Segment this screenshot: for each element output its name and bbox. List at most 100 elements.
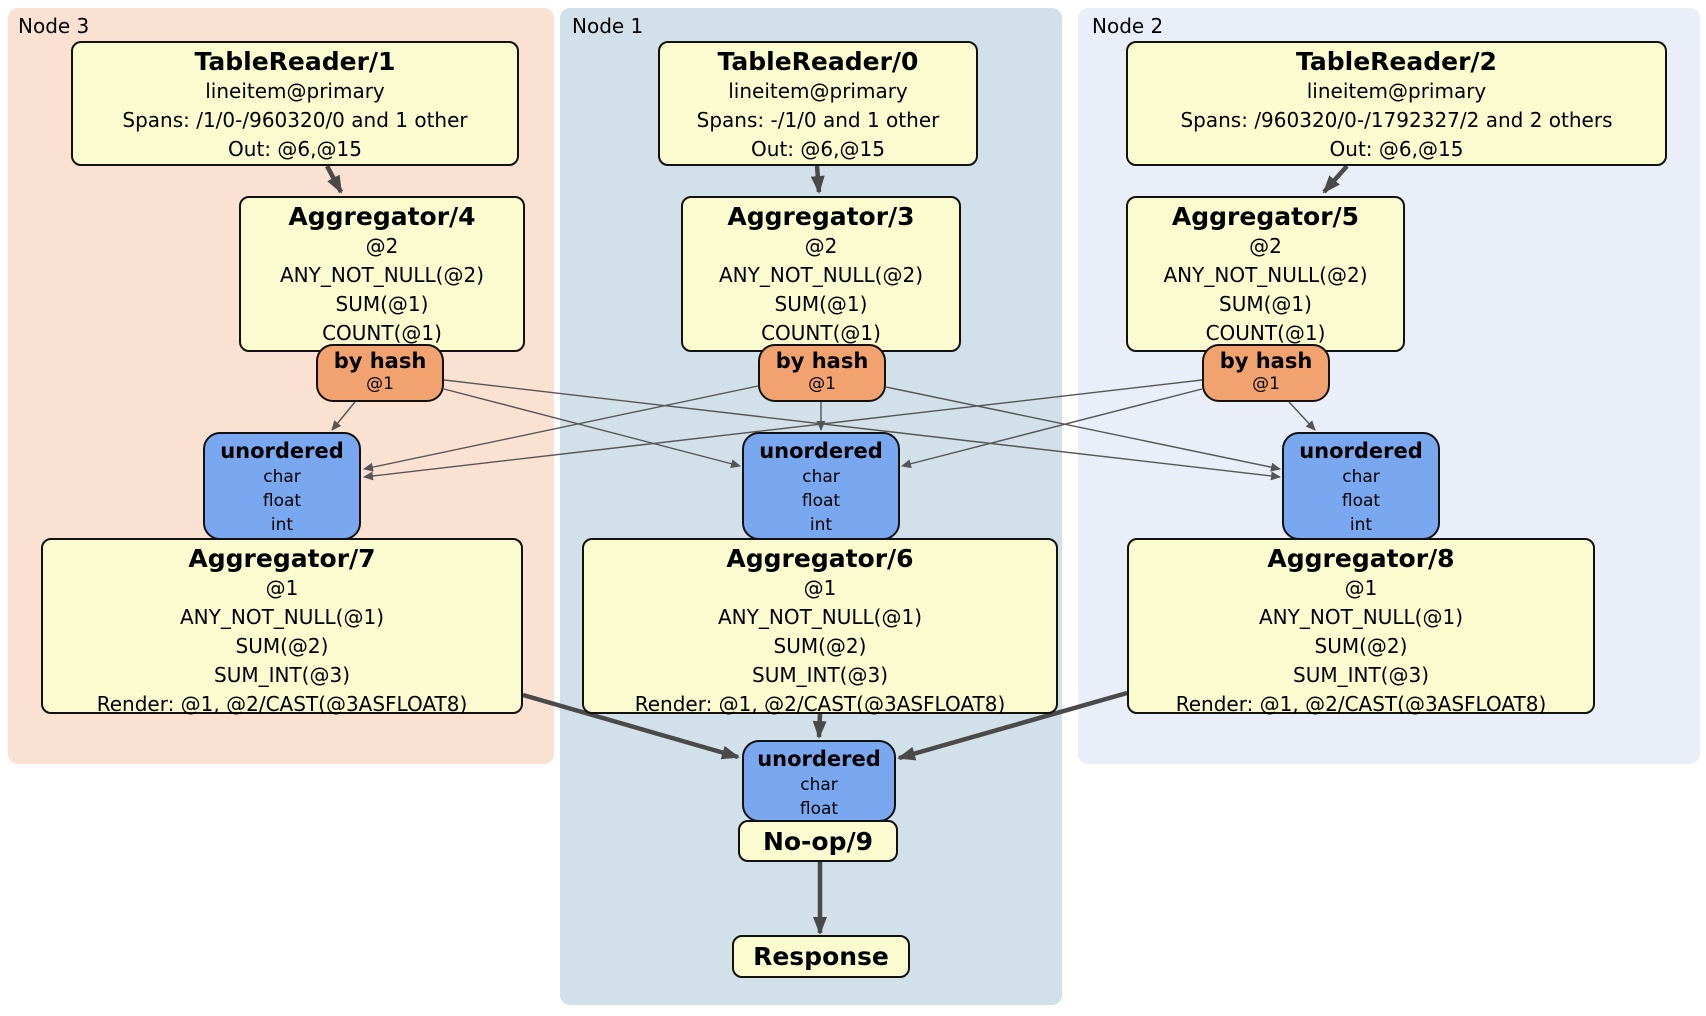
edge-hash2-un2 [1288,401,1316,431]
node-detail: SUM_INT(@3) [214,663,350,687]
edge-tr1-agg4 [325,164,343,194]
edge-agg8-unf [897,690,1128,761]
node-tablereader-0: TableReader/0 lineitem@primary Spans: -/… [658,41,978,166]
node-detail: Out: @6,@15 [228,137,362,161]
sync-detail: char [263,467,301,487]
node-aggregator-6: Aggregator/6 @1 ANY_NOT_NULL(@1) SUM(@2)… [582,538,1058,716]
node-detail: COUNT(@1) [322,321,442,345]
node-detail: ANY_NOT_NULL(@2) [1163,263,1368,287]
node-detail: ANY_NOT_NULL(@1) [1259,605,1463,629]
panel-label-node-3: Node 3 [18,14,90,38]
node-tablereader-2: TableReader/2 lineitem@primary Spans: /9… [1126,41,1667,166]
sync-unordered-node3: unordered char float int [203,432,361,540]
edge-hash2-un1 [901,388,1203,469]
edge-hash3-un2 [443,379,1281,481]
sync-detail: float [1341,491,1381,511]
node-title: Aggregator/5 [1171,202,1360,231]
node-detail: Out: @6,@15 [751,137,885,161]
node-detail: lineitem@primary [728,79,908,103]
node-detail: ANY_NOT_NULL(@1) [180,605,384,629]
node-detail: @2 [804,234,838,258]
edge-tr2-agg5 [1322,164,1349,194]
node-title: Aggregator/4 [288,202,476,231]
node-aggregator-4: Aggregator/4 @2 ANY_NOT_NULL(@2) SUM(@1)… [239,196,525,352]
sync-title: unordered [759,439,883,463]
router-detail: @1 [366,374,394,394]
node-detail: COUNT(@1) [761,321,881,345]
node-title: Aggregator/8 [1267,544,1455,573]
node-detail: SUM(@2) [1314,634,1408,658]
node-detail: Render: @1, @2/CAST(@3ASFLOAT8) [634,692,1006,716]
node-detail: lineitem@primary [205,79,385,103]
sync-unordered-node1: unordered char float int [742,432,900,540]
router-detail: @1 [1252,374,1280,394]
sync-title: unordered [757,747,881,771]
sync-title: unordered [1299,439,1423,463]
node-detail: Render: @1, @2/CAST(@3ASFLOAT8) [1175,692,1547,716]
sync-detail: char [802,467,840,487]
sync-detail: float [801,491,841,511]
node-detail: Spans: /1/0-/960320/0 and 1 other [122,108,468,132]
edge-hash1-un2 [885,386,1281,472]
node-title: No-op/9 [762,826,874,856]
edge-hash2-un3 [363,379,1203,481]
node-detail: SUM(@1) [774,292,868,316]
sync-detail: int [270,515,294,535]
edge-agg7-unf [522,692,740,760]
node-detail: @1 [1344,576,1378,600]
node-detail: COUNT(@1) [1205,321,1326,345]
node-title: Aggregator/6 [726,544,914,573]
node-detail: SUM(@2) [773,634,867,658]
node-detail: @2 [1249,234,1282,258]
node-no-op-9: No-op/9 [738,820,898,862]
node-detail: Spans: /960320/0-/1792327/2 and 2 others [1180,108,1613,132]
sync-detail: float [262,491,302,511]
edge-tr0-agg3 [810,165,825,194]
sync-unordered-node2: unordered char float int [1282,432,1440,540]
edge-hash1-un3 [363,385,759,472]
node-detail: SUM(@1) [1219,292,1312,316]
sync-detail: char [800,775,838,795]
sync-detail: float [799,799,839,819]
node-detail: @1 [265,576,299,600]
node-detail: ANY_NOT_NULL(@2) [280,263,484,287]
node-aggregator-7: Aggregator/7 @1 ANY_NOT_NULL(@1) SUM(@2)… [41,538,523,716]
router-by-hash-node1: by hash @1 [758,344,886,402]
node-title: Aggregator/3 [727,202,915,231]
node-detail: SUM(@2) [235,634,329,658]
node-detail: Out: @6,@15 [1329,137,1464,161]
node-title: TableReader/2 [1296,47,1497,76]
sync-detail: int [1349,515,1373,535]
node-aggregator-8: Aggregator/8 @1 ANY_NOT_NULL(@1) SUM(@2)… [1127,538,1595,716]
node-detail: Render: @1, @2/CAST(@3ASFLOAT8) [96,692,468,716]
node-detail: @2 [365,234,399,258]
node-title: Response [753,942,889,971]
node-detail: ANY_NOT_NULL(@1) [718,605,922,629]
node-title: TableReader/1 [194,47,396,76]
edge-hash3-un3 [331,401,356,431]
router-title: by hash [775,349,869,373]
node-title: TableReader/0 [717,47,919,76]
sync-detail: int [809,515,833,535]
node-title: Aggregator/7 [188,544,376,573]
router-by-hash-node2: by hash @1 [1202,344,1330,402]
node-detail: SUM_INT(@3) [1293,663,1429,687]
node-detail: @1 [803,576,837,600]
node-tablereader-1: TableReader/1 lineitem@primary Spans: /1… [71,41,519,166]
node-detail: ANY_NOT_NULL(@2) [719,263,923,287]
router-title: by hash [1219,349,1313,373]
node-aggregator-3: Aggregator/3 @2 ANY_NOT_NULL(@2) SUM(@1)… [681,196,961,352]
sync-detail: char [1342,467,1380,487]
edge-hash3-un1 [443,388,741,469]
node-detail: lineitem@primary [1306,79,1487,103]
node-detail: Spans: -/1/0 and 1 other [696,108,940,132]
router-detail: @1 [808,374,836,394]
router-title: by hash [333,349,427,373]
node-detail: SUM(@1) [335,292,429,316]
router-by-hash-node3: by hash @1 [316,344,444,402]
panel-label-node-2: Node 2 [1092,14,1164,38]
node-response: Response [732,935,910,978]
sync-title: unordered [220,439,344,463]
